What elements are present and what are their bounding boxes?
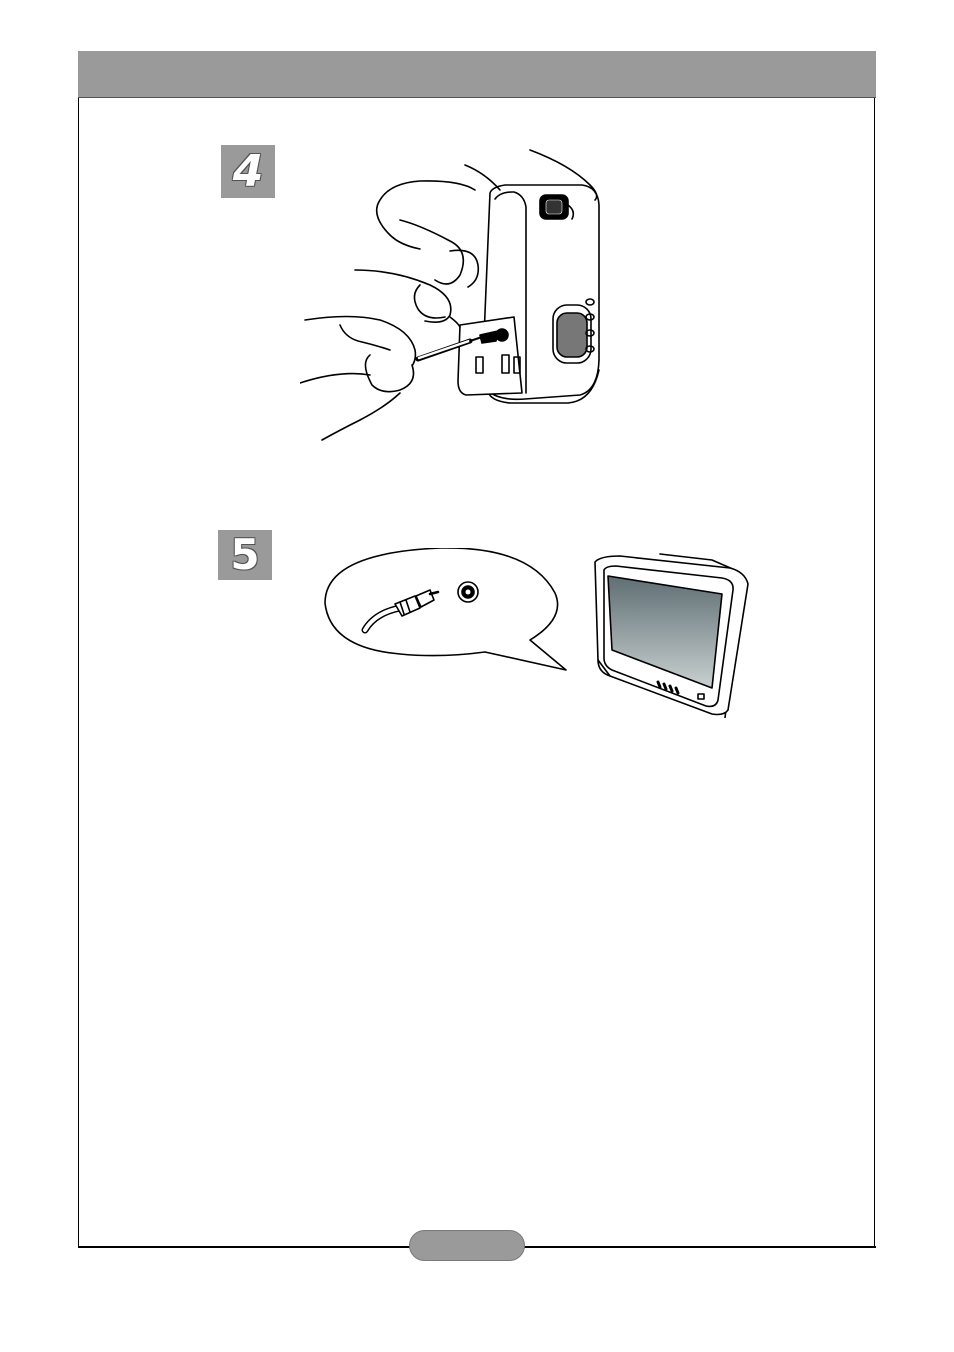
tv-connection-illustration — [320, 548, 760, 718]
callout-bubble — [325, 548, 566, 670]
page-number-pill — [409, 1230, 525, 1261]
header-bar — [78, 51, 876, 98]
step-5-badge: 5 — [218, 530, 272, 580]
camera-cable-illustration — [300, 145, 610, 445]
step-4-badge: 4 — [221, 145, 275, 198]
